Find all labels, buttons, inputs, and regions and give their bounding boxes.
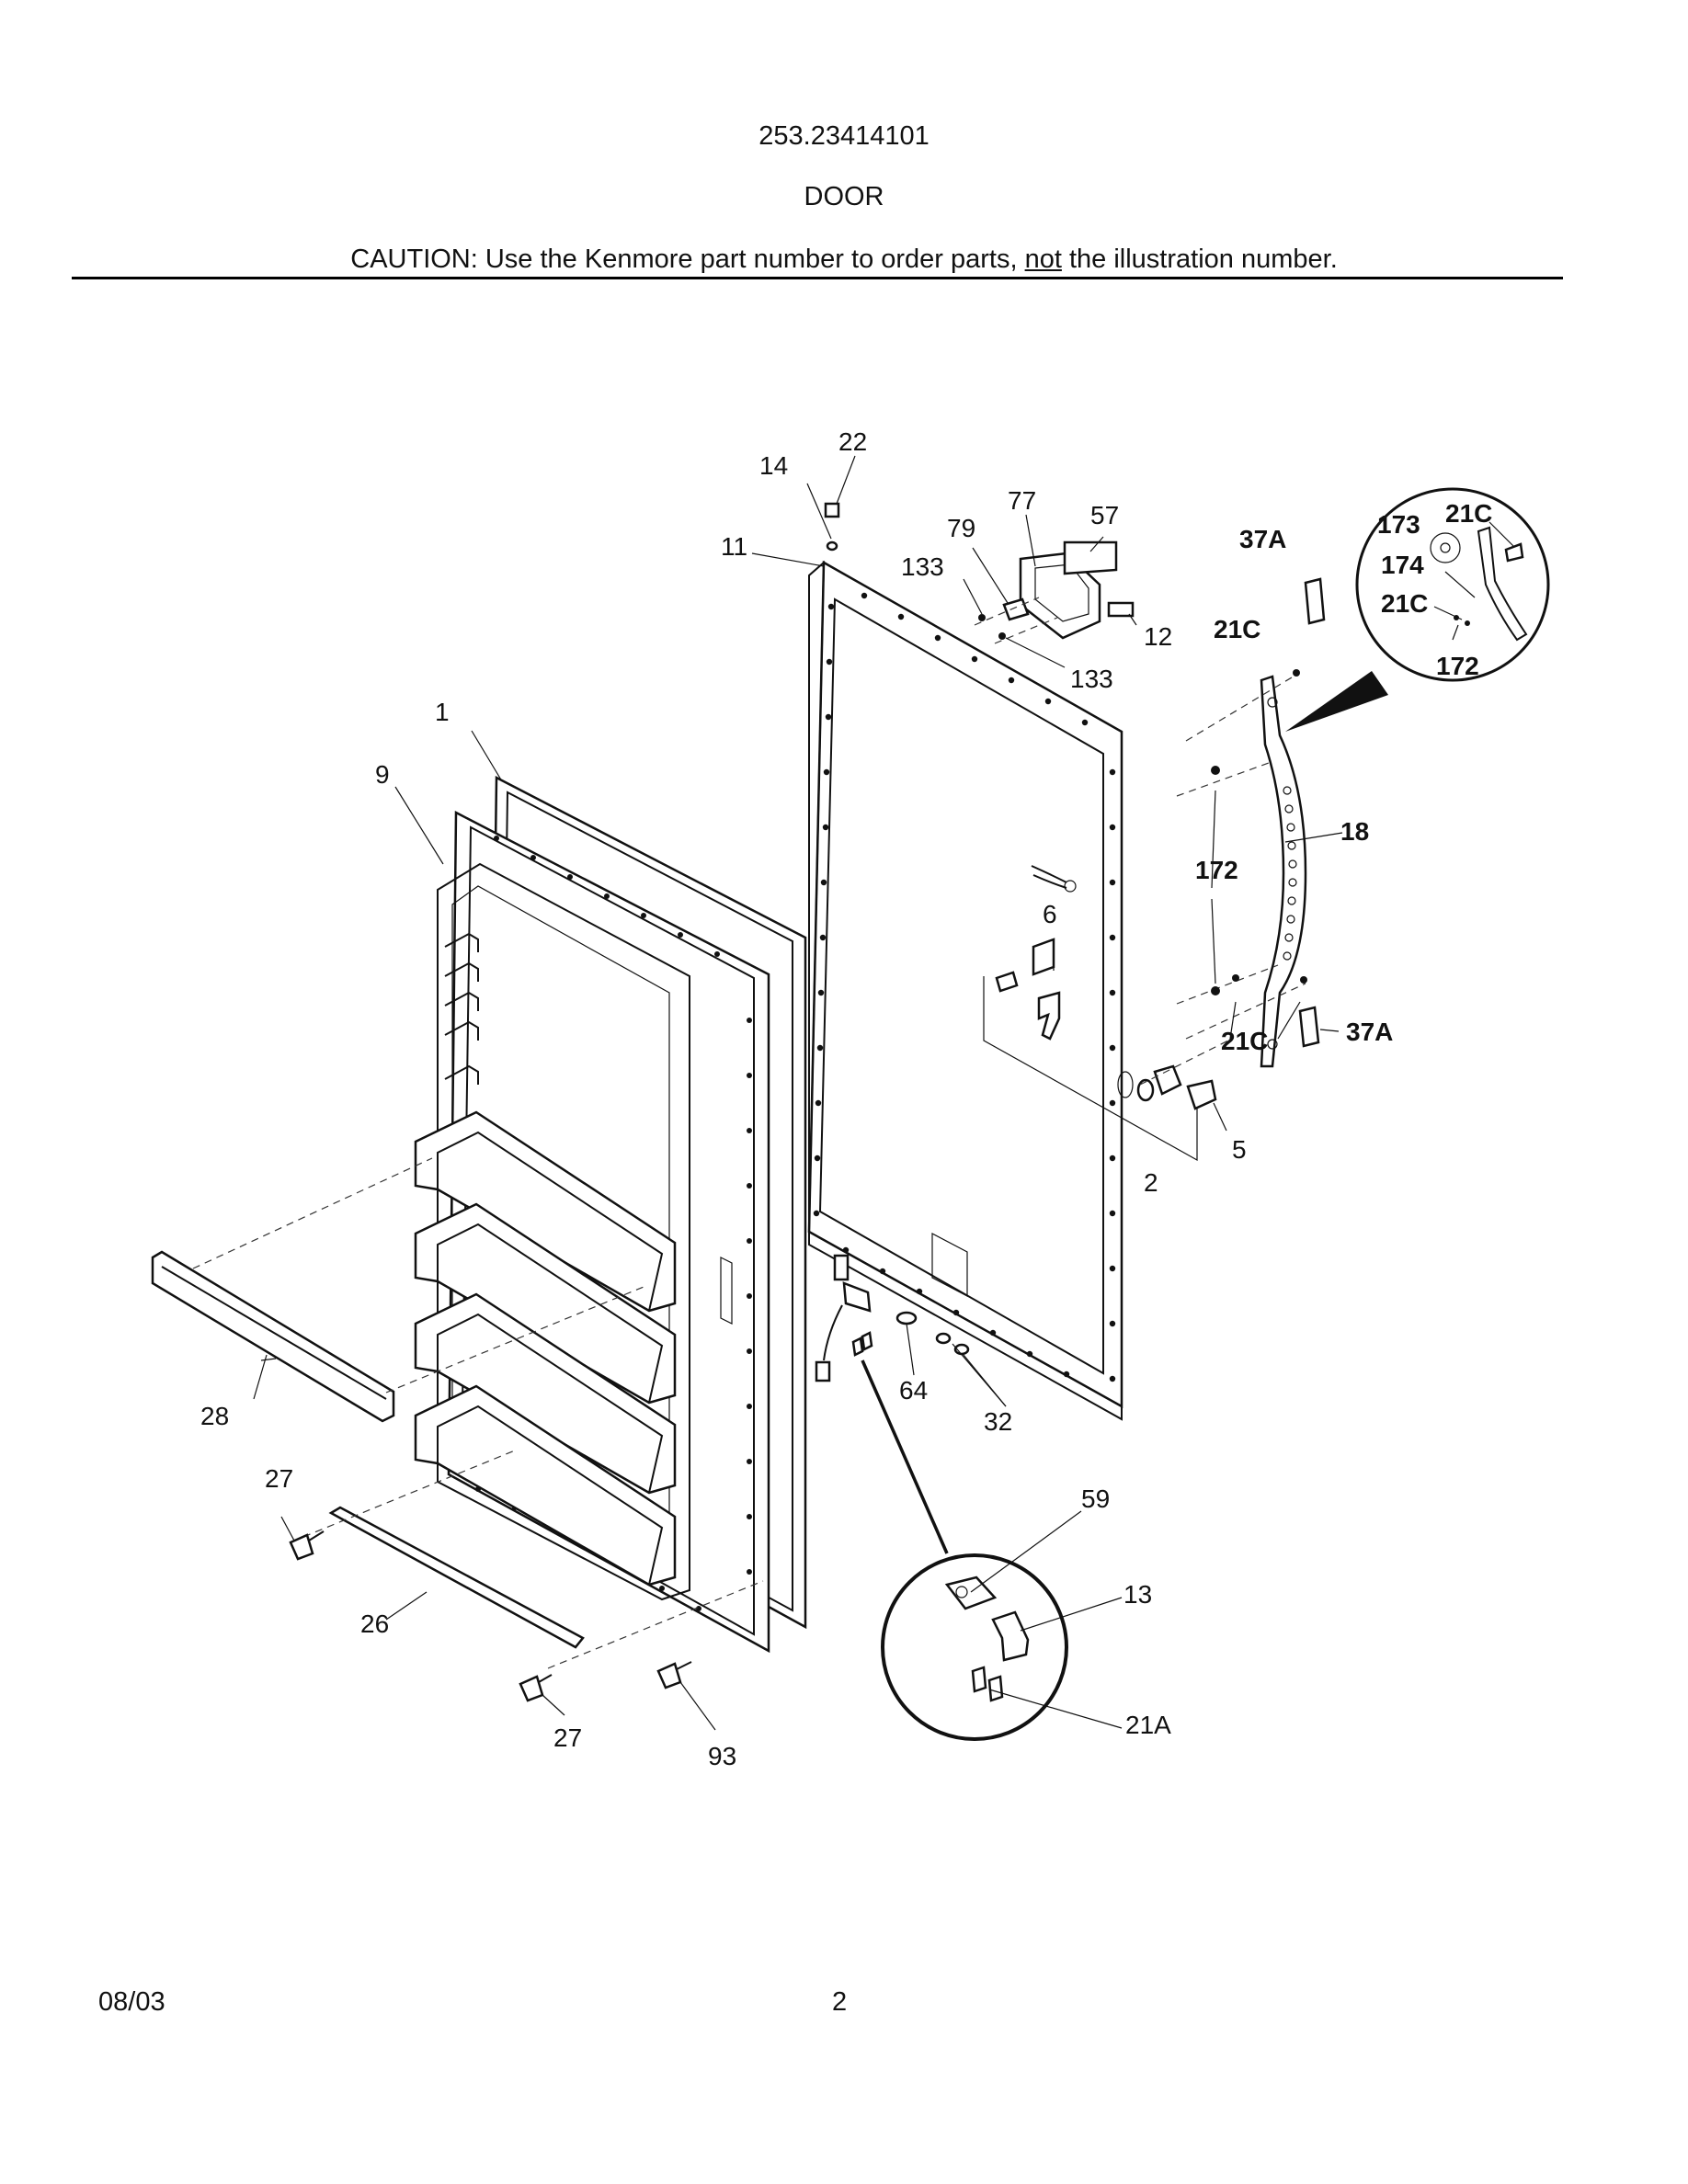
outer-door-panel — [807, 560, 1123, 1421]
callout-27-top: 27 — [265, 1464, 293, 1493]
section-title: DOOR — [804, 182, 884, 211]
header-rule — [72, 277, 1563, 279]
inset-callout-21c-b: 21C — [1381, 589, 1428, 618]
model-number: 253.23414101 — [758, 121, 930, 151]
door-lock-parts — [983, 865, 1233, 1162]
callout-21c-top: 21C — [1214, 615, 1260, 643]
caution-prefix: CAUTION: Use the Kenmore part number to … — [350, 245, 1025, 274]
top-hinge-cap — [824, 502, 840, 552]
callout-18: 18 — [1340, 817, 1369, 846]
door-shelves — [414, 1110, 677, 1587]
bottom-trim — [302, 1450, 764, 1669]
bottom-hinge-parts — [815, 1254, 970, 1382]
callout-27-bottom: 27 — [553, 1723, 582, 1752]
hinge-detail-inset — [861, 1359, 1068, 1741]
door-handle — [1176, 669, 1307, 1068]
handle-end-cap-top — [1304, 577, 1326, 625]
callout-28: 28 — [200, 1402, 229, 1430]
callout-64: 64 — [899, 1376, 928, 1405]
door-liner — [414, 810, 770, 1654]
inset-callout-21c-a: 21C — [1445, 499, 1492, 528]
caution-note: CAUTION: Use the Kenmore part number to … — [0, 245, 1688, 275]
callout-22: 22 — [838, 427, 867, 456]
shelf-rail — [151, 1157, 644, 1423]
inset-callout-173: 173 — [1377, 510, 1420, 539]
callout-5: 5 — [1232, 1135, 1247, 1164]
footer-page-number: 2 — [832, 1987, 848, 2017]
callout-6: 6 — [1043, 900, 1057, 928]
handle-grip-holes — [1283, 786, 1297, 961]
handle-end-cap-bottom — [1298, 1006, 1320, 1048]
caution-emphasis: not — [1024, 245, 1062, 274]
callout-133-top: 133 — [901, 552, 944, 581]
callout-21a: 21A — [1125, 1711, 1171, 1739]
callout-12: 12 — [1144, 622, 1172, 651]
callout-77: 77 — [1008, 486, 1036, 515]
callout-21c-bottom: 21C — [1221, 1027, 1268, 1055]
inset-callout-174: 174 — [1381, 551, 1424, 579]
callout-11: 11 — [721, 532, 747, 561]
footer-date: 08/03 — [98, 1987, 165, 2017]
caution-suffix: the illustration number. — [1061, 245, 1338, 274]
callout-133-bottom: 133 — [1070, 665, 1113, 693]
inset-callout-172: 172 — [1436, 652, 1479, 680]
callout-2: 2 — [1144, 1168, 1158, 1197]
screw-93 — [656, 1661, 692, 1689]
callout-172: 172 — [1195, 856, 1238, 884]
callout-79: 79 — [947, 514, 975, 542]
callouts: 1 9 11 14 22 77 57 79 133 133 12 37A 21C… — [200, 427, 1492, 1770]
callout-32: 32 — [984, 1407, 1012, 1436]
screw-27-bottom — [519, 1674, 553, 1702]
detail-pointer — [1285, 671, 1388, 732]
shelf-clips — [444, 932, 479, 1085]
callout-59: 59 — [1081, 1484, 1110, 1513]
callout-93: 93 — [708, 1742, 736, 1770]
callout-1: 1 — [435, 698, 450, 726]
callout-9: 9 — [375, 760, 390, 789]
callout-14: 14 — [759, 451, 788, 480]
callout-57: 57 — [1090, 501, 1119, 529]
leader-lines — [253, 455, 1514, 1731]
screw-27-top — [289, 1530, 325, 1561]
top-hinge-bracket — [974, 540, 1135, 644]
handle-detail-inset — [1355, 487, 1550, 682]
callout-26: 26 — [360, 1610, 389, 1638]
callout-37a-bottom: 37A — [1346, 1018, 1393, 1046]
door-panel-holes — [813, 592, 1116, 1382]
callout-13: 13 — [1123, 1580, 1152, 1609]
callout-37a-top: 37A — [1239, 525, 1286, 553]
